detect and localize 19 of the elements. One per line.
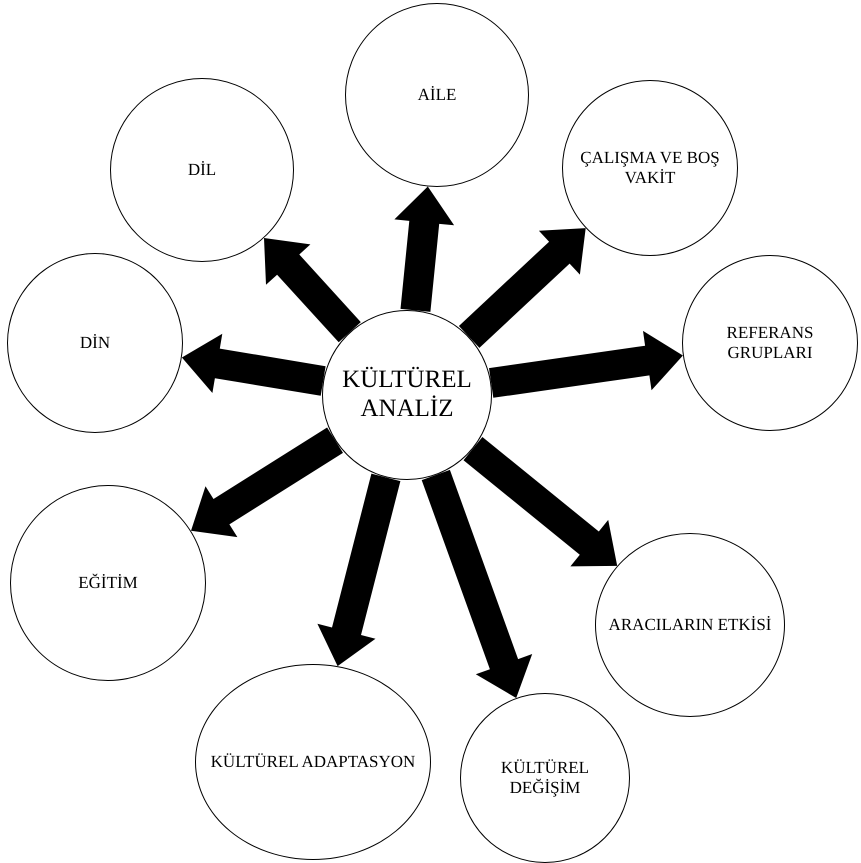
block-arrow — [464, 437, 618, 566]
block-arrow — [191, 428, 343, 538]
node-label: DİL — [186, 160, 218, 180]
node-label: AİLE — [416, 85, 458, 105]
node-label: REFERANS GRUPLARI — [726, 323, 814, 363]
node-label: EĞİTİM — [77, 573, 139, 593]
block-arrow — [317, 474, 400, 666]
node-label: ARACILARIN ETKİSİ — [608, 615, 772, 635]
block-arrow — [489, 330, 683, 398]
block-arrow — [458, 228, 586, 348]
block-arrow — [394, 186, 454, 312]
node-label: KÜLTÜREL ADAPTASYON — [210, 752, 416, 772]
node-label: KÜLTÜREL DEĞİŞİM — [500, 758, 590, 798]
block-arrow — [422, 470, 532, 698]
block-arrow — [264, 238, 361, 342]
node-label: KÜLTÜREL ANALİZ — [341, 366, 473, 424]
block-arrow — [182, 334, 326, 396]
node-label: ÇALIŞMA VE BOŞ VAKİT — [579, 148, 721, 188]
node-label: DİN — [78, 333, 112, 353]
